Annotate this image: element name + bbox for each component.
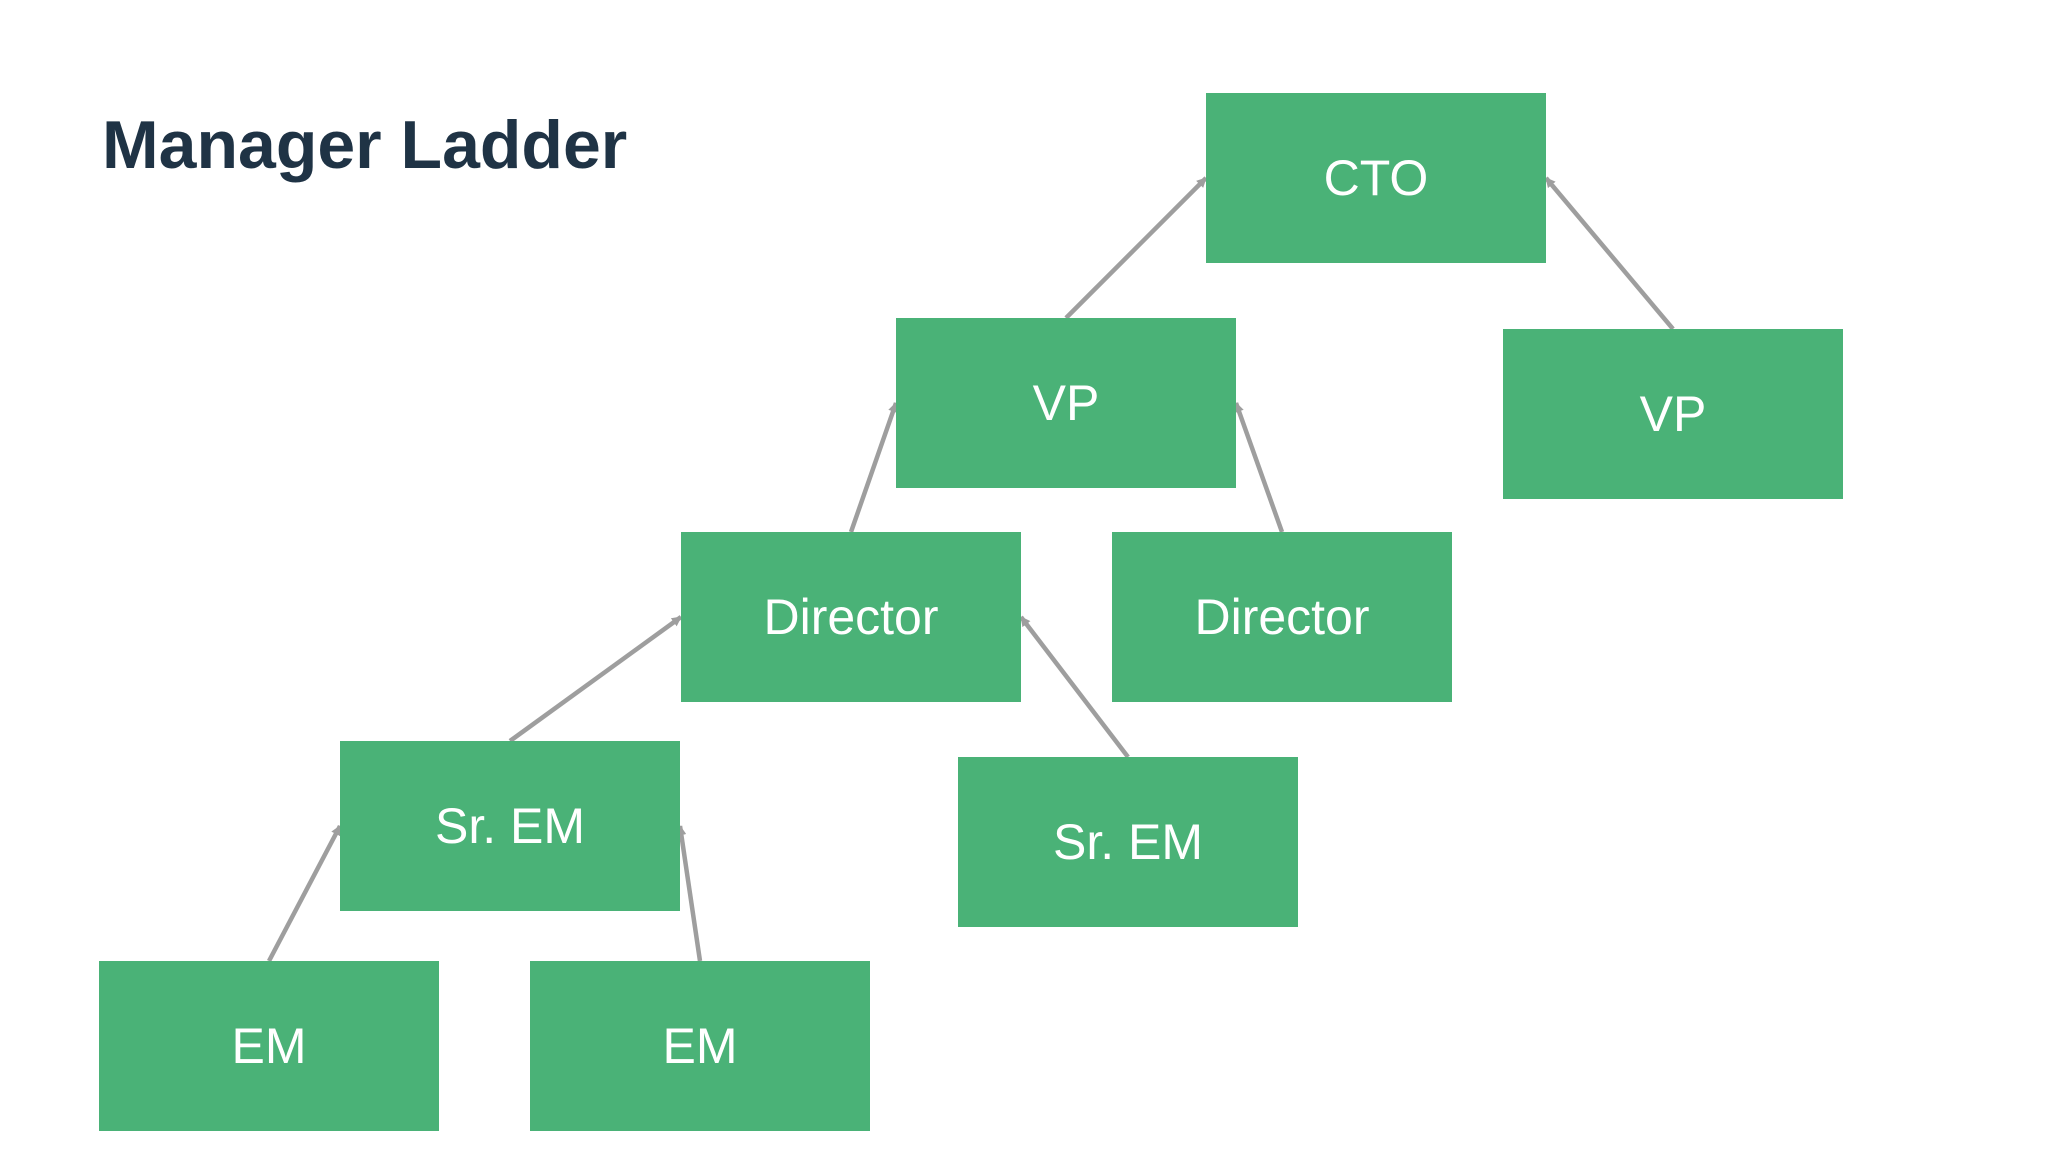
node-em-right: EM: [530, 961, 870, 1131]
node-sr-em-right: Sr. EM: [958, 757, 1298, 927]
arrow-director-left-to-vp-left: [848, 402, 899, 533]
node-director-left: Director: [681, 532, 1021, 702]
node-sr-em-left: Sr. EM: [340, 741, 680, 911]
arrow-sr-em-left-to-director-left: [508, 615, 683, 743]
arrow-sr-em-right-to-director-left: [1019, 615, 1130, 759]
page-title: Manager Ladder: [102, 107, 628, 183]
arrow-em-left-to-sr-em-left: [267, 824, 342, 963]
arrow-director-right-to-vp-left: [1233, 402, 1285, 533]
node-cto: CTO: [1206, 93, 1546, 263]
arrow-vp-left-to-cto: [1064, 176, 1208, 320]
arrow-vp-right-to-cto: [1544, 176, 1675, 331]
node-vp-right: VP: [1503, 329, 1843, 499]
arrow-em-right-to-sr-em-left: [676, 825, 703, 962]
node-em-left: EM: [99, 961, 439, 1131]
node-director-right: Director: [1112, 532, 1452, 702]
node-vp-left: VP: [896, 318, 1236, 488]
